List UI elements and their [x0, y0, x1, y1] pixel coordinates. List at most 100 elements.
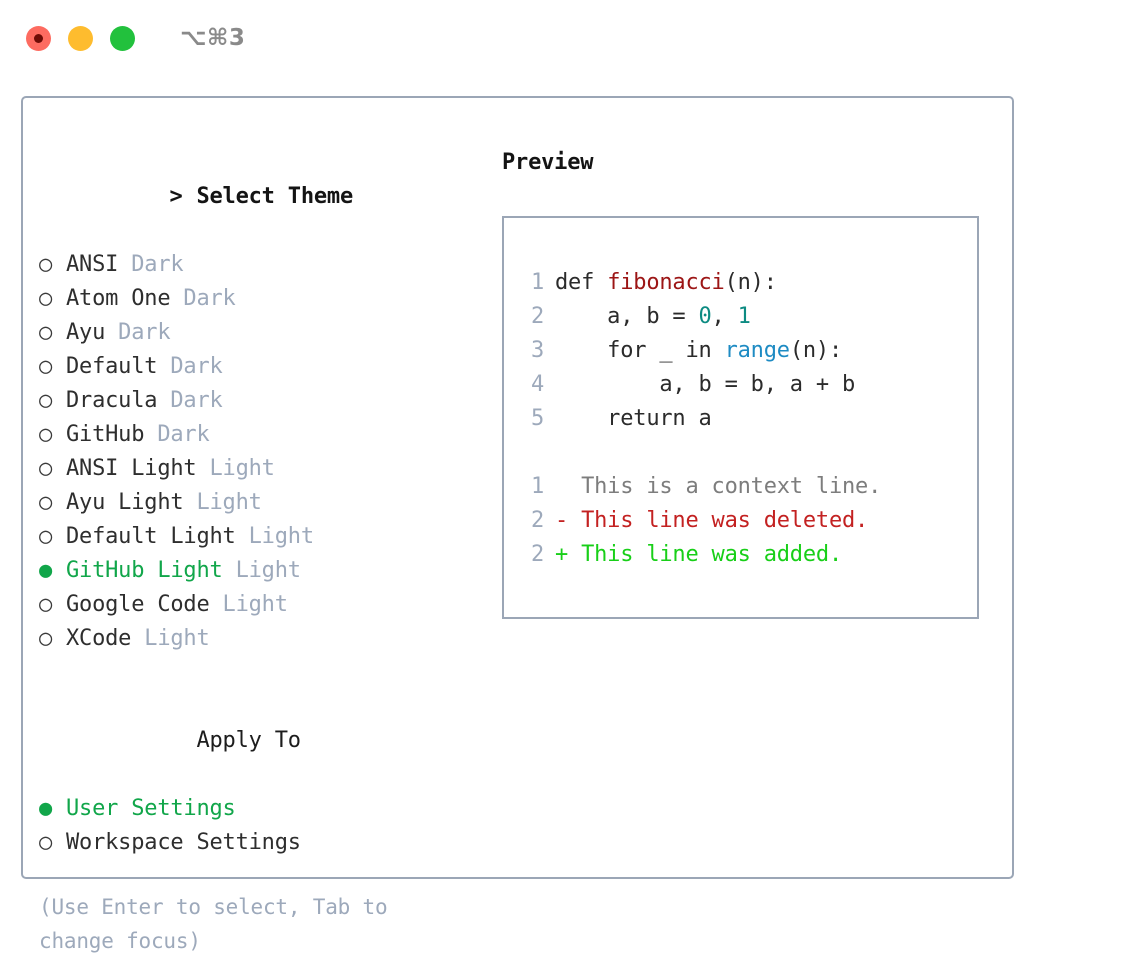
diff-line-number: 2: [530, 542, 544, 567]
theme-option-google-code[interactable]: ○Google Code Light: [39, 588, 469, 622]
diff-line-number: 2: [530, 508, 544, 533]
main-panel: >Select Theme ○ANSI Dark○Atom One Dark○A…: [21, 96, 1014, 953]
radio-unselected-icon: ○: [39, 388, 53, 413]
radio-selected-icon: ●: [39, 558, 53, 583]
apply-to-option-workspace-settings[interactable]: ○ Workspace Settings: [39, 826, 469, 860]
theme-variant-tag: Light: [131, 626, 210, 651]
code-token-plain: for _ in: [555, 338, 725, 363]
code-token-plain: (n):: [724, 270, 777, 295]
radio-unselected-icon: ○: [39, 490, 53, 515]
theme-picker-column: >Select Theme ○ANSI Dark○Atom One Dark○A…: [39, 146, 469, 958]
diff-line-content: + This line was added.: [555, 542, 842, 567]
code-token-num: 0: [698, 304, 712, 329]
theme-option-label: ANSI Light: [66, 456, 197, 481]
theme-variant-tag: Light: [235, 524, 314, 549]
preview-title: Preview: [502, 150, 594, 175]
theme-option-ansi-light[interactable]: ○ ANSI Light Light: [39, 452, 469, 486]
caret-icon: >: [169, 184, 183, 209]
theme-variant-tag: Light: [222, 558, 301, 583]
theme-variant-tag: Dark: [118, 252, 184, 277]
code-line-number: 1: [530, 270, 544, 295]
code-line-number: 4: [530, 372, 544, 397]
theme-option-ansi[interactable]: ○ANSI Dark: [39, 248, 469, 282]
diff-line-number: 1: [530, 474, 544, 499]
theme-option-github[interactable]: ○ GitHub Dark: [39, 418, 469, 452]
code-line-number: 3: [530, 338, 544, 363]
code-line: 3 for _ in range(n):: [504, 334, 977, 368]
keyboard-hint: (Use Enter to select, Tab to change focu…: [39, 895, 388, 953]
window-title: ⌥⌘3: [180, 25, 246, 51]
theme-option-label: Atom One: [66, 286, 171, 311]
diff-sample: 1 This is a context line. 2 - This line wa…: [504, 470, 977, 572]
theme-variant-tag: Light: [209, 592, 288, 617]
code-line: 5 return a: [504, 402, 977, 436]
code-line: 2 a, b = 0, 1: [504, 300, 977, 334]
minimize-button[interactable]: [68, 25, 93, 51]
theme-option-label: Ayu Light: [66, 490, 184, 515]
radio-unselected-icon: ○: [39, 830, 53, 855]
title-bar: ⌥⌘3: [0, 0, 1140, 76]
select-theme-heading: > Select Theme: [39, 146, 469, 248]
list-spacer: [39, 656, 469, 690]
code-token-plain: return a: [555, 406, 712, 431]
theme-option-ayu-light[interactable]: ○ Ayu Light Light: [39, 486, 469, 520]
theme-list: ○ANSI Dark○Atom One Dark○Ayu Dark○Defaul…: [39, 248, 469, 656]
theme-option-atom-one[interactable]: ○ Atom One Dark: [39, 282, 469, 316]
code-token-num: 1: [737, 304, 751, 329]
radio-unselected-icon: ○: [39, 252, 53, 277]
code-line: 1 def fibonacci(n):: [504, 266, 977, 300]
maximize-button[interactable]: [110, 25, 135, 51]
code-token-plain: a, b = b, a + b: [555, 372, 856, 397]
apply-to-option-label: User Settings: [66, 796, 236, 821]
code-token-fn: fibonacci: [607, 270, 725, 295]
radio-unselected-icon: ○: [39, 286, 53, 311]
theme-variant-tag: Dark: [157, 354, 223, 379]
theme-option-label: Ayu: [66, 320, 106, 345]
radio-unselected-icon: ○: [39, 626, 53, 651]
apply-to-option-label: Workspace Settings: [66, 830, 301, 855]
radio-unselected-icon: ○: [39, 456, 53, 481]
radio-unselected-icon: ○: [39, 320, 53, 345]
theme-option-ayu[interactable]: ○ Ayu Dark: [39, 316, 469, 350]
theme-variant-tag: Light: [183, 490, 262, 515]
theme-option-github-light[interactable]: ● GitHub Light Light: [39, 554, 469, 588]
close-button[interactable]: [26, 25, 51, 51]
apply-to-list: ● User Settings ○ Workspace Settings: [39, 792, 469, 860]
diff-line-content: - This line was deleted.: [555, 508, 869, 533]
theme-option-label: GitHub: [66, 422, 145, 447]
apply-to-heading: Apply To: [39, 690, 469, 792]
theme-option-label: GitHub Light: [66, 558, 223, 583]
diff-line-added: 2 + This line was added.: [504, 538, 977, 572]
radio-unselected-icon: ○: [39, 422, 53, 447]
theme-option-label: Default: [66, 354, 158, 379]
code-line-number: 2: [530, 304, 544, 329]
theme-variant-tag: Dark: [144, 422, 210, 447]
diff-line-context: 1 This is a context line.: [504, 470, 977, 504]
apply-to-heading-label: Apply To: [196, 728, 301, 753]
theme-option-dracula[interactable]: ○Dracula Dark: [39, 384, 469, 418]
theme-variant-tag: Dark: [157, 388, 223, 413]
select-theme-heading-label: Select Theme: [196, 184, 353, 209]
code-token-call: range: [724, 338, 790, 363]
radio-selected-icon: ●: [39, 796, 53, 821]
apply-to-option-user-settings[interactable]: ● User Settings: [39, 792, 469, 826]
code-line: 4 a, b = b, a + b: [504, 368, 977, 402]
code-token-plain: a, b =: [555, 304, 699, 329]
code-token-plain: ,: [711, 304, 738, 329]
theme-variant-tag: Dark: [170, 286, 236, 311]
theme-option-xcode[interactable]: ○ XCode Light: [39, 622, 469, 656]
theme-option-default-light[interactable]: ○Default Light Light: [39, 520, 469, 554]
radio-unselected-icon: ○: [39, 592, 53, 617]
theme-option-label: XCode: [66, 626, 132, 651]
theme-variant-tag: Dark: [105, 320, 171, 345]
code-token-plain: def: [555, 270, 608, 295]
theme-option-default[interactable]: ○ Default Dark: [39, 350, 469, 384]
diff-line-content: This is a context line.: [555, 474, 882, 499]
radio-unselected-icon: ○: [39, 524, 53, 549]
radio-unselected-icon: ○: [39, 354, 53, 379]
diff-line-deleted: 2 - This line was deleted.: [504, 504, 977, 538]
diff-gap: [504, 436, 977, 470]
theme-variant-tag: Light: [196, 456, 275, 481]
